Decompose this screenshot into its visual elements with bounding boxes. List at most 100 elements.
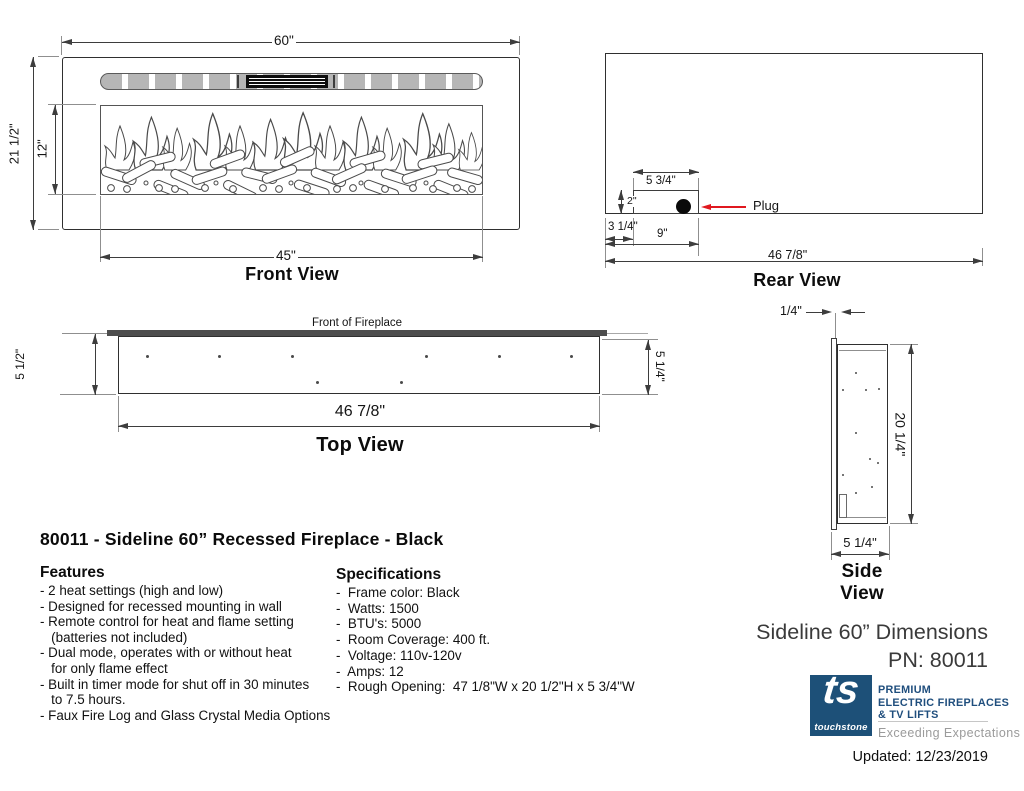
vent-separator: [333, 75, 335, 88]
extension-line: [698, 218, 699, 256]
dim-label-junction-width: 5 3/4": [644, 175, 678, 188]
extension-line: [633, 218, 634, 246]
dim-line-top-depth-right: [645, 340, 651, 395]
extension-line: [60, 394, 116, 395]
fireplace-side-outline: [837, 344, 888, 524]
brand-slogan: Exceeding Expectations: [878, 726, 1021, 740]
feature-item: - Remote control for heat and flame sett…: [40, 614, 294, 630]
dim-line-top-width: [118, 423, 600, 429]
dim-label-junction-offset: 3 1/4": [606, 221, 640, 234]
spec-item: - Amps: 12: [336, 663, 404, 679]
extension-line: [118, 396, 119, 432]
product-title: 80011 - Sideline 60” Recessed Fireplace …: [40, 529, 444, 549]
front-view-caption: Front View: [245, 264, 339, 284]
side-inner-detail: [839, 494, 847, 518]
heater-element: [246, 75, 328, 88]
touchstone-logo: ts touchstone: [810, 668, 872, 736]
extension-line: [890, 344, 918, 345]
flange-arrow-left: [822, 308, 832, 315]
dim-label-front-width: 60": [272, 33, 296, 49]
feature-item: - Designed for recessed mounting in wall: [40, 598, 282, 614]
feature-item: to 7.5 hours.: [40, 692, 126, 708]
specifications-list: - Frame color: Black - Watts: 1500 - BTU…: [336, 585, 635, 695]
plug-arrow: [701, 203, 711, 210]
dim-line-side-depth: [831, 551, 889, 557]
feature-item: - Faux Fire Log and Glass Crystal Media …: [40, 707, 331, 723]
brand-tagline-1: PREMIUM: [878, 684, 932, 696]
extension-line: [519, 36, 520, 55]
top-view-caption: Top View: [316, 434, 404, 456]
dim-label-plug-distance: 9": [655, 228, 670, 241]
extension-line: [38, 229, 59, 230]
vent-separator: [237, 75, 239, 88]
extension-line: [48, 104, 96, 105]
dim-line-side-height: [908, 344, 914, 524]
spec-item: - Room Coverage: 400 ft.: [336, 632, 491, 648]
extension-line: [61, 36, 62, 55]
dim-line-junction-width: [633, 169, 699, 175]
dim-label-front-height: 21 1/2": [6, 121, 22, 167]
extension-line: [602, 394, 658, 395]
extension-line: [602, 339, 658, 340]
rear-view-caption: Rear View: [753, 270, 841, 290]
dim-label-side-height: 20 1/4": [892, 410, 909, 459]
dim-label-top-depth-left: 5 1/2": [13, 346, 28, 382]
extension-line: [38, 56, 59, 57]
dim-line-front-height: [30, 57, 36, 230]
specifications-heading: Specifications: [336, 566, 442, 583]
dim-label-top-depth-right: 5 1/4": [652, 348, 667, 384]
dim-line-window-height: [52, 105, 58, 194]
dim-line-rear-width: [605, 258, 983, 264]
spec-item: - Frame color: Black: [336, 585, 460, 600]
dim-label-window-height: 12": [34, 137, 50, 161]
feature-item: (batteries not included): [40, 629, 188, 645]
plug-indicator: [676, 199, 691, 214]
dim-line-plug-distance: [605, 241, 699, 247]
extension-line: [633, 178, 634, 190]
extension-line: [62, 333, 107, 334]
extension-line: [889, 526, 890, 560]
brand-tagline-3: & TV LIFTS: [878, 709, 939, 721]
extension-line: [982, 248, 983, 266]
part-number: PN: 80011: [887, 648, 988, 672]
feature-item: - 2 heat settings (high and low): [40, 583, 224, 598]
dim-label-junction-height: 2": [625, 195, 639, 208]
dim-line-junction-offset: [605, 236, 633, 242]
flame-artwork: [101, 112, 482, 194]
dim-label-flange: 1/4": [778, 304, 804, 319]
feature-item: - Dual mode, operates with or without he…: [40, 645, 292, 661]
features-list: - 2 heat settings (high and low) - Desig…: [40, 583, 330, 723]
front-flange: [107, 330, 607, 336]
fireplace-top-outline: [118, 336, 600, 394]
dim-label-side-depth: 5 1/4": [832, 536, 888, 550]
dim-line-top-depth-left: [92, 334, 98, 395]
fireplace-rear-outline: [605, 53, 983, 214]
viewing-window: [100, 105, 483, 195]
extension-line: [698, 178, 699, 190]
dim-label-window-width: 45": [274, 248, 298, 264]
extension-line: [48, 194, 96, 195]
extension-line: [599, 396, 600, 432]
extension-line: [482, 196, 483, 262]
touchstone-wordmark: touchstone: [814, 722, 868, 733]
front-of-fireplace-label: Front of Fireplace: [311, 317, 403, 329]
ts-monogram: ts: [820, 668, 862, 712]
plug-label: Plug: [751, 198, 782, 213]
extension-line: [835, 313, 836, 339]
extension-line: [100, 196, 101, 262]
sheet-title: Sideline 60” Dimensions: [756, 620, 988, 644]
spec-item: - Watts: 1500: [336, 600, 419, 616]
extension-line: [890, 523, 918, 524]
dim-label-top-width: 46 7/8": [320, 403, 400, 421]
feature-item: for only flame effect: [40, 660, 168, 676]
spec-item: - BTU's: 5000: [336, 616, 422, 632]
dim-line-junction-height: [618, 190, 624, 214]
flange-arrow-right: [841, 308, 851, 315]
side-view-caption-1: Side: [841, 561, 883, 582]
side-view-caption-2: View: [840, 583, 884, 604]
updated-date: Updated: 12/23/2019: [852, 749, 988, 765]
extension-line: [831, 532, 832, 560]
feature-item: - Built in timer mode for shut off in 30…: [40, 676, 310, 692]
brand-tagline-2: ELECTRIC FIREPLACES: [878, 696, 1010, 709]
plug-arrow-line: [709, 206, 746, 208]
